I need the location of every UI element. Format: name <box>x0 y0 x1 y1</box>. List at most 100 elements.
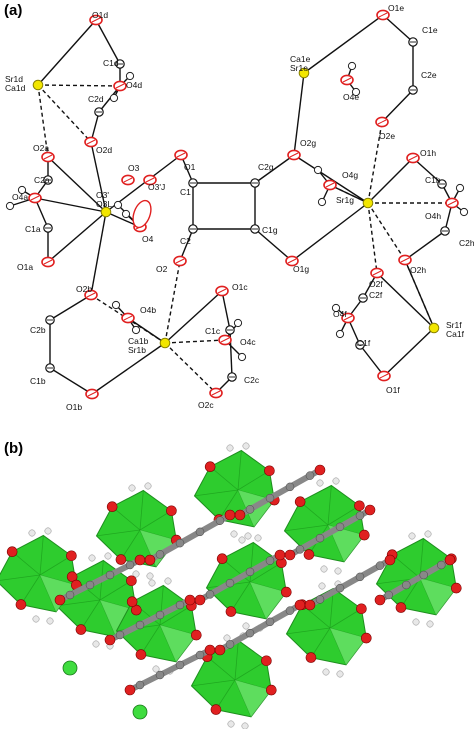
oxygen-sphere <box>314 464 326 476</box>
hydrogen-atom <box>347 61 357 71</box>
oxygen-sphere <box>144 554 156 566</box>
hydrogen-sphere <box>104 552 112 560</box>
hydrogen-sphere <box>424 530 432 538</box>
oxygen-sphere <box>451 582 462 594</box>
oxygen-sphere <box>374 594 386 606</box>
hydrogen-sphere <box>244 532 252 540</box>
atom-label-O4h: O4h <box>425 211 441 221</box>
atom-label-C1e: C1e <box>422 25 438 35</box>
polyhedron-edge <box>249 562 282 583</box>
polyhedron-edge <box>237 450 242 491</box>
oxygen-sphere <box>303 549 315 560</box>
atom-label-O2c: O2c <box>198 400 214 410</box>
coordination-bond-Sr1d-O2d <box>37 84 92 143</box>
carbon-sphere <box>437 560 446 570</box>
bond-C2-O2 <box>179 228 194 262</box>
oxygen-sphere <box>106 501 118 513</box>
polyhedron-edge <box>11 551 41 576</box>
atom-label-O4e: O4e <box>343 92 359 102</box>
polyhedron-edge <box>0 574 41 581</box>
atom-label-O2b: O2b <box>76 284 92 294</box>
polyhedron-edge <box>230 581 251 612</box>
bond-O2b-C2b <box>49 294 92 321</box>
polyhedron-facet <box>250 582 287 619</box>
coordination-bond-Sr1d-O2a <box>37 84 49 158</box>
polyhedron-edge <box>140 624 161 655</box>
atom-label-O2h: O2h <box>410 265 426 275</box>
polyhedron-edge <box>206 656 236 681</box>
atom-label-C1c: C1c <box>205 326 221 336</box>
hydrogen-sphere <box>92 640 100 648</box>
coordination-bond-Sr1g-O4g <box>329 184 369 204</box>
atom-label-O4f: O4f <box>333 309 347 319</box>
carbon-sphere <box>295 545 305 554</box>
oxygen-sphere <box>444 554 456 566</box>
panel-b-label: (b) <box>4 440 24 457</box>
oxygen-sphere <box>184 594 196 606</box>
hydrogen-sphere <box>332 477 340 485</box>
hydrogen-sphere <box>408 532 416 540</box>
polyhedron-edge <box>139 490 144 531</box>
atom-label-O2: O2 <box>156 264 168 274</box>
hydrogen-sphere <box>412 618 420 626</box>
carbon-sphere <box>195 527 205 537</box>
hydrogen-sphere <box>148 579 156 587</box>
atom-label-O1g: O1g <box>293 264 309 274</box>
hydrogen-sphere <box>46 617 54 625</box>
oxygen-sphere <box>284 549 296 561</box>
oxygen-sphere <box>131 604 142 616</box>
atom-label-C1d: C1d <box>103 58 119 68</box>
oxygen-sphere <box>261 655 272 667</box>
atom-label-O1d: O1d <box>92 10 108 20</box>
carbon-sphere <box>155 550 165 559</box>
bond-O2g-Sr1g <box>293 154 369 204</box>
carbon-sphere <box>195 650 205 660</box>
atom-label-O1c: O1c <box>232 282 248 292</box>
oxygen-sphere <box>294 496 306 508</box>
bond-O1d-Sr1d <box>37 19 97 86</box>
polyhedron-edge <box>111 506 141 531</box>
hydrogen-atom <box>131 325 141 335</box>
hydrogen-atom <box>113 200 123 210</box>
atom-label-C2g: C2g <box>258 162 274 172</box>
carbon-sphere <box>135 680 145 690</box>
hydrogen-sphere <box>242 622 250 630</box>
oxygen-sphere <box>6 546 18 558</box>
polyhedron-edge <box>237 470 270 491</box>
atom-label-C1a: C1a <box>25 224 41 234</box>
hydrogen-sphere <box>320 565 328 573</box>
oxygen-sphere <box>216 553 228 565</box>
oxygen-sphere <box>66 550 77 562</box>
oxygen-sphere <box>274 549 286 561</box>
hydrogen-sphere <box>44 527 52 535</box>
polyhedron-edge <box>310 627 331 658</box>
disordered-oxygen-ellipsoid <box>132 199 152 229</box>
polyhedron-edge <box>159 605 192 626</box>
oxygen-sphere <box>126 596 138 608</box>
hydrogen-sphere <box>128 484 136 492</box>
hydrogen-atom <box>317 197 327 207</box>
bond-C1g-O1g <box>254 228 293 262</box>
coordination-bond-Sr1g-O2h <box>367 202 406 261</box>
polyhedron-edge <box>419 538 424 579</box>
hydrogen-atom <box>125 71 135 81</box>
polyhedron-edge <box>391 554 421 579</box>
atom-label-O1h: O1h <box>420 148 436 158</box>
polyhedron-edge <box>39 535 44 576</box>
atom-label-C2f: C2f <box>369 290 383 300</box>
bond-O2f-Sr1f <box>376 272 435 329</box>
atom-label-Sr1g: Sr1g <box>336 195 354 205</box>
hydrogen-sphere <box>238 536 246 544</box>
atom-label-C2: C2 <box>180 236 191 246</box>
oxygen-sphere <box>124 684 136 696</box>
hydrogen-sphere <box>336 670 344 678</box>
bond-C2h-O2h <box>404 230 446 261</box>
bond-O1a-Sr1 <box>47 211 107 263</box>
polyhedron-edge <box>400 577 421 608</box>
oxygen-sphere <box>359 529 370 541</box>
oxygen-sphere <box>204 461 216 473</box>
bond-O1f-Sr1f <box>383 327 435 377</box>
